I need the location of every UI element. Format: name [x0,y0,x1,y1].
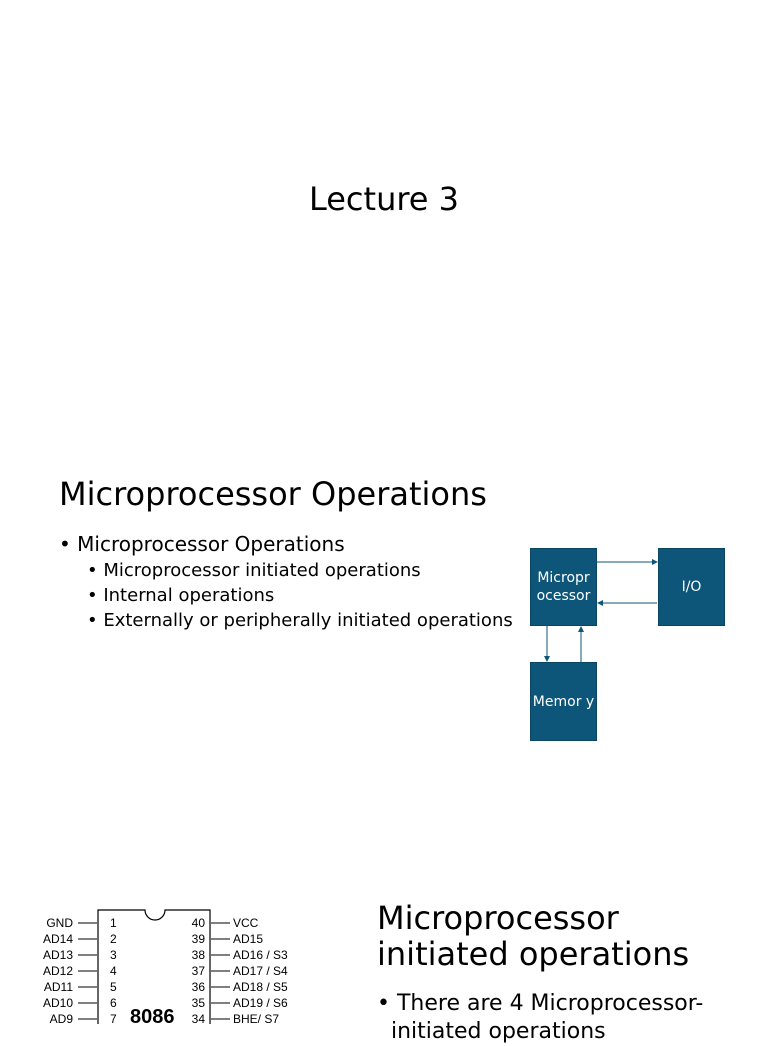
bullet-initiated-text: There are 4 Microprocessor- [396,991,704,1016]
chip-body [97,909,211,1024]
slide-title-operations: Microprocessor Operations [59,475,487,513]
pin-number: 35 [192,996,206,1010]
bullet-main: • Microprocessor Operations [59,532,345,556]
bullet-initiated: • There are 4 Microprocessor-initiated o… [377,991,704,1044]
pin-number: 40 [192,916,206,930]
bullet-main-text: Microprocessor Operations [77,532,345,556]
pin-label: AD16 / S3 [233,948,288,962]
pin-number: 38 [192,948,206,962]
chip-pin-right: 37 AD17 / S4 [192,964,288,978]
pin-label: AD10 [43,996,73,1010]
chip-pin-left: GND 1 [46,916,117,930]
chip-pin-left: AD10 6 [43,996,117,1010]
chip-pin-left: AD9 7 [50,1012,117,1024]
chip-name: 8086 [130,1006,175,1024]
pin-number: 7 [110,1012,117,1024]
sub-bullet-text: Externally or peripherally initiated ope… [103,610,513,631]
pin-label: AD15 [233,932,263,946]
sub-bullet: • Externally or peripherally initiated o… [87,610,513,631]
lecture-title: Lecture 3 [308,180,460,218]
sub-bullet-text: Internal operations [103,585,275,606]
pin-number: 6 [110,996,117,1010]
pin-label: AD12 [43,964,73,978]
pin-label: AD18 / S5 [233,980,288,994]
sub-bullet-text: Microprocessor initiated operations [103,560,421,581]
pin-label: AD11 [44,980,73,994]
pin-label: GND [46,916,73,930]
io-block: I/O [658,548,725,626]
pin-label: AD9 [50,1012,74,1024]
pin-label: AD17 / S4 [233,964,288,978]
pin-number: 3 [110,948,117,962]
pin-label: VCC [233,916,259,930]
chip-pin-right: 39 AD15 [192,932,264,946]
pin-number: 37 [192,964,206,978]
chip-pin-left: AD13 3 [43,948,117,962]
io-label: I/O [681,579,702,595]
pin-number: 39 [192,932,206,946]
bullet-list: • Microprocessor Operations • Microproce… [59,530,513,633]
pin-label: BHE/ S7 [233,1012,279,1024]
connection-arrows [544,559,658,662]
microprocessor-label: Micropr ocessor [536,570,591,604]
pin-number: 5 [110,980,117,994]
sub-bullet: • Internal operations [87,585,275,606]
chip-pin-left: AD14 2 [43,932,117,946]
memory-block: Memor y [530,662,597,741]
pin-label: AD19 / S6 [233,996,288,1010]
microprocessor-block: Micropr ocessor [530,548,597,626]
chip-pin-left: AD12 4 [43,964,117,978]
pin-number: 2 [110,932,117,946]
pin-number: 1 [110,916,117,930]
pin-label: AD13 [43,948,73,962]
pin-number: 4 [110,964,117,978]
chip-pin-right: 36 AD18 / S5 [192,980,288,994]
bullet-initiated-cont: initiated operations [391,1019,606,1044]
memory-label: Memor y [532,693,595,710]
pin-number: 36 [192,980,206,994]
chip-pin-right: 38 AD16 / S3 [192,948,288,962]
chip-pin-right: 35 AD19 / S6 [192,996,288,1010]
pin-number: 34 [192,1012,206,1024]
slide-title-initiated: Microprocessor initiated operations [377,899,690,973]
chip-pin-right: 34 BHE/ S7 [192,1012,280,1024]
chip-pin-right: 40 VCC [192,916,259,930]
sub-bullet: • Microprocessor initiated operations [87,560,421,581]
pin-label: AD14 [43,932,73,946]
chip-pin-left: AD11 5 [44,980,117,994]
